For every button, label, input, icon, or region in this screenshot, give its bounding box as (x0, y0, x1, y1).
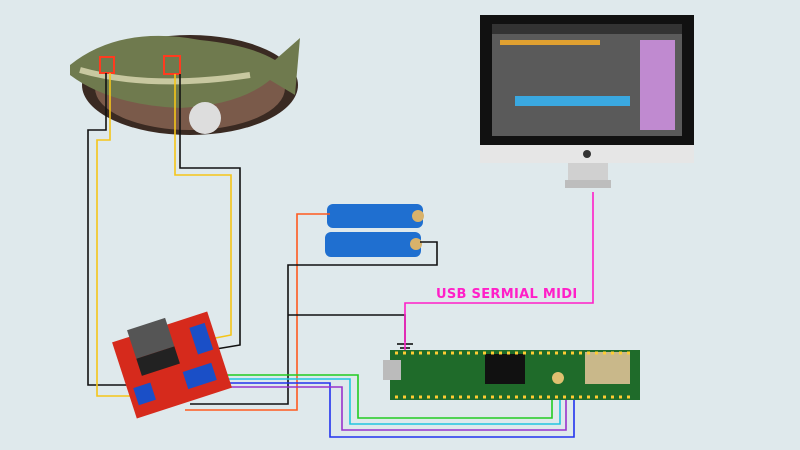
contact-left (99, 56, 115, 74)
usb-serial-midi-label: USB SERMIAL MIDI (436, 287, 578, 302)
fish-wires (87, 73, 241, 397)
contact-right (163, 55, 181, 75)
microcontroller (383, 350, 640, 400)
singing-fish (70, 35, 300, 135)
battery-pack (325, 204, 424, 257)
usb-wire (404, 192, 594, 368)
computer-monitor (480, 15, 694, 188)
apple-logo-icon (583, 150, 591, 158)
motor-driver (112, 311, 232, 419)
signal-wires (210, 374, 575, 438)
